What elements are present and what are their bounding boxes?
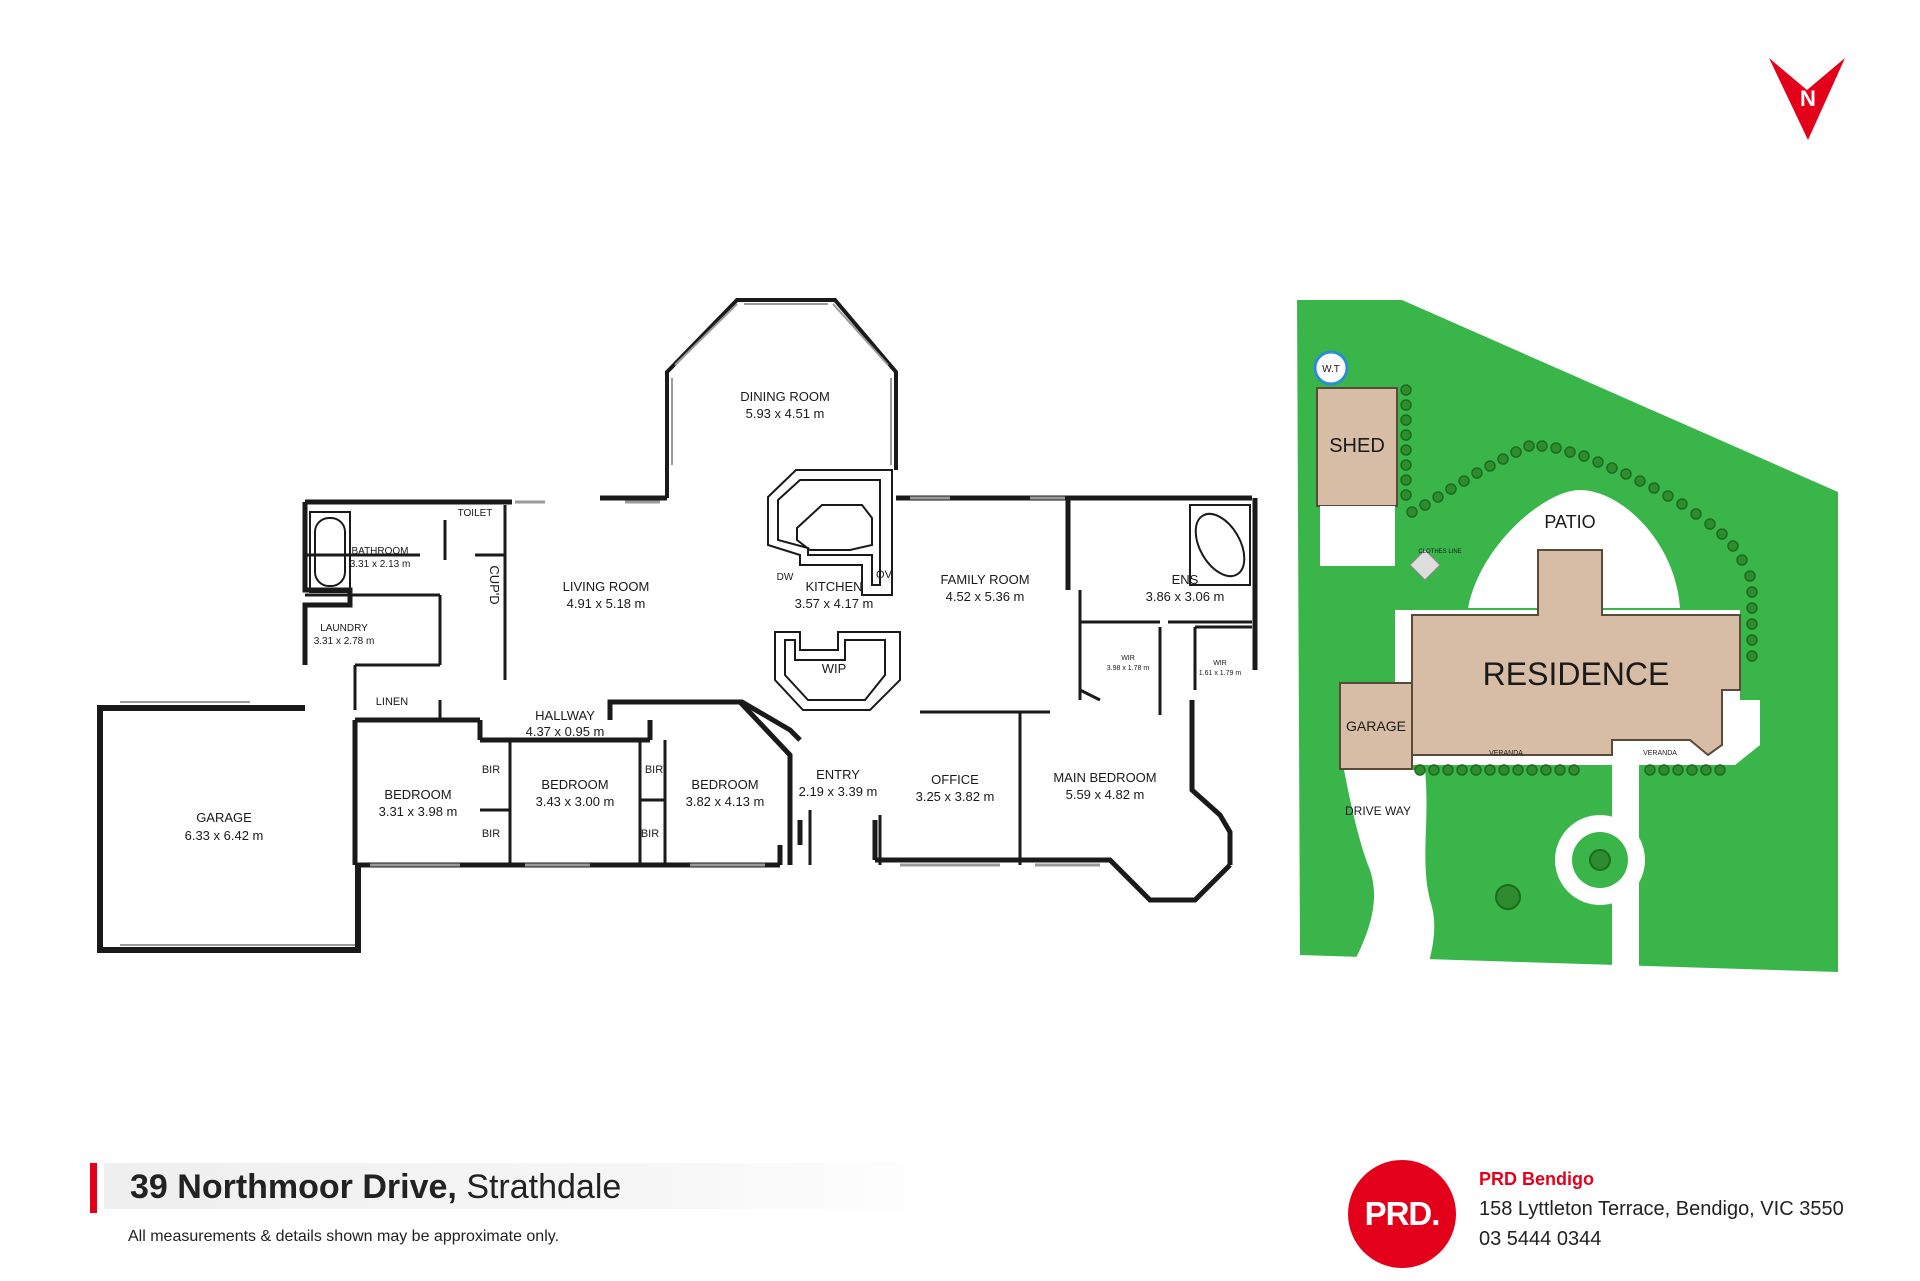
residence-building	[1411, 549, 1741, 757]
room-dims-wir2: 1.61 x 1.79 m	[1199, 670, 1242, 677]
driveway-path	[1344, 770, 1435, 980]
address-suburb: Strathdale	[466, 1168, 622, 1206]
hedge-row	[1400, 384, 1758, 776]
tree-icon	[1495, 884, 1521, 910]
clothes-line-icon	[1409, 549, 1441, 581]
label-bir-2: BIR	[482, 828, 500, 840]
room-name-main-bedroom: MAIN BEDROOM	[1053, 770, 1156, 785]
room-dims-kitchen: 3.57 x 4.17 m	[795, 596, 874, 611]
label-cupd: CUP'D	[487, 565, 502, 604]
room-name-garage: GARAGE	[196, 810, 252, 825]
room-labels: DINING ROOM 5.93 x 4.51 m LIVING ROOM 4.…	[185, 389, 1242, 843]
label-shed: SHED	[1329, 435, 1385, 457]
label-wip: WIP	[822, 661, 847, 676]
label-site-garage: GARAGE	[1346, 718, 1406, 734]
agency-phone: 03 5444 0344	[1479, 1228, 1602, 1250]
water-tank-icon	[1313, 350, 1349, 386]
room-name-bedroom3: BEDROOM	[691, 777, 758, 792]
room-name-family: FAMILY ROOM	[940, 572, 1029, 587]
room-name-entry: ENTRY	[816, 767, 860, 782]
label-bir-3: BIR	[645, 764, 663, 776]
label-bir-4: BIR	[641, 828, 659, 840]
label-linen: LINEN	[376, 696, 408, 708]
floor-plan: DINING ROOM 5.93 x 4.51 m LIVING ROOM 4.…	[97, 298, 1258, 953]
north-compass-icon: N	[1769, 58, 1845, 140]
room-name-office: OFFICE	[931, 772, 979, 787]
dining-bay-wall	[665, 298, 898, 498]
room-dims-office: 3.25 x 3.82 m	[916, 789, 995, 804]
address-accent-bar	[90, 1163, 97, 1213]
address-strip	[104, 1163, 964, 1209]
label-driveway: DRIVE WAY	[1345, 804, 1411, 818]
room-dims-main-bedroom: 5.59 x 4.82 m	[1066, 787, 1145, 802]
label-bir-1: BIR	[482, 764, 500, 776]
room-name-bathroom: BATHROOM	[351, 546, 408, 557]
room-name-kitchen: KITCHEN	[805, 579, 862, 594]
room-name-wir2: WIR	[1213, 660, 1227, 667]
site-garage	[1339, 682, 1413, 770]
room-dims-dining: 5.93 x 4.51 m	[746, 406, 825, 421]
room-dims-living: 4.91 x 5.18 m	[567, 596, 646, 611]
label-dw: DW	[777, 572, 794, 583]
room-dims-laundry: 3.31 x 2.78 m	[314, 636, 375, 647]
room-name-hallway: HALLWAY	[535, 708, 595, 723]
room-dims-hallway: 4.37 x 0.95 m	[526, 724, 605, 739]
room-dims-bedroom3: 3.82 x 4.13 m	[686, 794, 765, 809]
room-name-wir1: WIR	[1121, 655, 1135, 662]
compass-label: N	[1800, 86, 1816, 111]
room-dims-bedroom2: 3.43 x 3.00 m	[536, 794, 615, 809]
label-veranda-1: VERANDA	[1489, 750, 1523, 757]
property-address: 39 Northmoor Drive, Strathdale	[130, 1168, 621, 1207]
agency-address: 158 Lyttleton Terrace, Bendigo, VIC 3550	[1479, 1198, 1844, 1220]
agency-name: PRD Bendigo	[1479, 1169, 1594, 1189]
label-toilet: TOILET	[458, 508, 493, 519]
room-name-bedroom2: BEDROOM	[541, 777, 608, 792]
disclaimer-text: All measurements & details shown may be …	[128, 1228, 560, 1245]
room-dims-bathroom: 3.31 x 2.13 m	[350, 559, 411, 570]
label-ov: OV	[876, 569, 893, 581]
room-dims-bedroom1: 3.31 x 3.98 m	[379, 804, 458, 819]
shed-building	[1316, 387, 1398, 507]
prd-logo: PRD.	[1348, 1160, 1456, 1268]
room-dims-entry: 2.19 x 3.39 m	[799, 784, 878, 799]
room-name-dining: DINING ROOM	[740, 389, 830, 404]
label-residence: RESIDENCE	[1483, 656, 1670, 692]
room-dims-ens: 3.86 x 3.06 m	[1146, 589, 1225, 604]
label-clothes-line: CLOTHES LINE	[1418, 549, 1461, 555]
room-name-ens: ENS	[1172, 572, 1199, 587]
prd-logo-text: PRD.	[1364, 1195, 1441, 1232]
label-veranda-2: VERANDA	[1643, 750, 1677, 757]
site-plan: W.T SHED PATIO CLOTHES LINE RESIDENCE GA…	[1297, 300, 1838, 980]
room-name-bedroom1: BEDROOM	[384, 787, 451, 802]
address-street: 39 Northmoor Drive,	[130, 1168, 457, 1206]
label-patio: PATIO	[1544, 512, 1595, 532]
room-dims-family: 4.52 x 5.36 m	[946, 589, 1025, 604]
room-name-laundry: LAUNDRY	[320, 623, 368, 634]
room-name-living: LIVING ROOM	[563, 579, 650, 594]
room-dims-garage: 6.33 x 6.42 m	[185, 828, 264, 843]
room-dims-wir1: 3.98 x 1.78 m	[1107, 665, 1150, 672]
label-water-tank: W.T	[1322, 364, 1340, 375]
